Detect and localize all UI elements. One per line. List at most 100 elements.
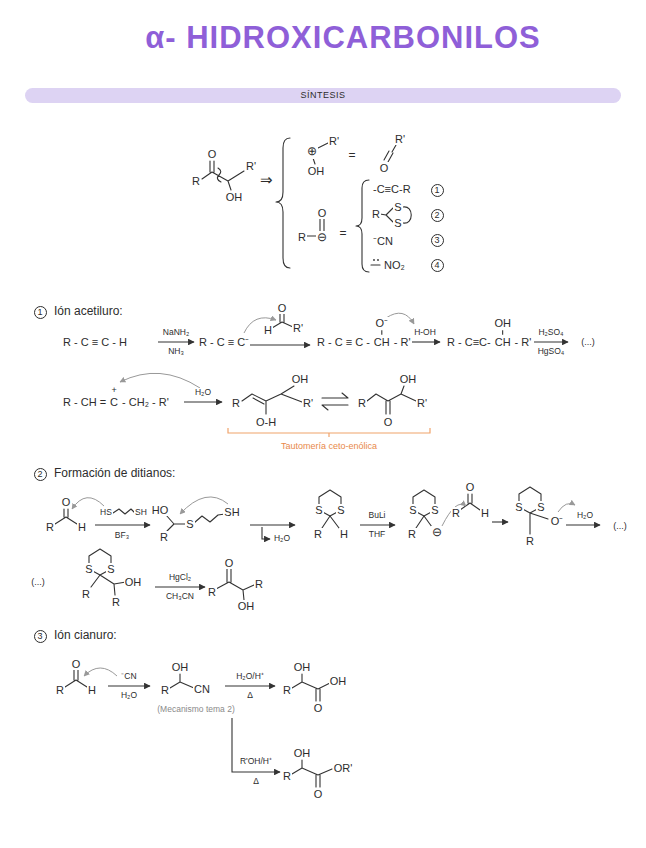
reaction-arrow [534, 341, 568, 342]
formula-text: S [185, 518, 194, 531]
formula-text: R [45, 521, 55, 534]
step-number: 4 [431, 259, 444, 272]
aldehyde-bonds [272, 314, 293, 328]
formula-text: BuLi [367, 511, 386, 521]
curved-arrow [180, 497, 228, 514]
target-molecule-bonds [202, 161, 244, 190]
formula-text: = [338, 227, 347, 241]
lone-pair-dash [371, 264, 380, 265]
formula-text: THF [368, 530, 387, 540]
formula-text: O-H [255, 416, 277, 429]
formula-text: ⁻CN [372, 235, 394, 248]
formula-text: R [371, 208, 381, 221]
formula-text: R - C ≡ C - [316, 336, 371, 349]
formula-text: S [393, 201, 402, 214]
formula-text: R [55, 684, 65, 697]
formula-text: - R' [514, 336, 533, 349]
formula-text: OH [329, 675, 348, 688]
formula-text: S [314, 504, 323, 517]
dithiane-ring [89, 549, 126, 595]
formula-text: R [313, 528, 323, 541]
formula-text: NO₂ [383, 259, 406, 272]
curved-arrow [442, 504, 466, 526]
branch-arrow [232, 718, 280, 772]
formula-text: OH [493, 317, 512, 330]
formula-text: R [282, 684, 292, 697]
formula-text: H₂O/H⁺ [235, 672, 265, 682]
lone-pair-dot [377, 259, 379, 261]
formula-text: S [336, 504, 345, 517]
formula-text: OR' [333, 762, 354, 775]
formula-text: OH [293, 747, 312, 760]
formula-text: = [347, 149, 356, 163]
reaction-arrow [250, 524, 295, 525]
formula-text: O [465, 481, 476, 494]
formula-text: ⇒ [259, 171, 274, 188]
formula-text: R [207, 586, 217, 599]
formula-text: R [525, 535, 535, 548]
formula-text: H [339, 528, 349, 541]
step-number: 2 [431, 209, 444, 222]
note-text: Tautomería ceto-enólica [280, 441, 378, 451]
page-title: α- HIDROXICARBONILOS [20, 20, 646, 56]
curved-arrow [386, 313, 414, 324]
formula-text: HS [99, 508, 113, 518]
formula-text: H₂O [273, 534, 291, 544]
formula-text: R - CH = [62, 396, 107, 409]
reaction-arrow [492, 521, 508, 522]
formula-text: OH [307, 165, 326, 178]
formula-text: SH [223, 506, 240, 519]
formula-text: O [317, 207, 328, 220]
formula-text: Δ [246, 691, 254, 701]
options-brace [356, 180, 369, 272]
formula-text: H-OH [413, 328, 437, 338]
formula-text: O [277, 302, 288, 315]
formula-text: C [109, 396, 119, 409]
formula-text: O [224, 557, 235, 570]
section-band: SÍNTESIS [25, 88, 621, 103]
formula-text: ⊖ [431, 526, 443, 540]
formula-text: O [71, 658, 82, 671]
formula-text: (...) [612, 521, 628, 531]
formula-text: R [231, 397, 241, 410]
formula-text: Δ [252, 777, 260, 787]
formula-text: - R' [393, 336, 412, 349]
formula-text: S [84, 563, 93, 576]
formula-text: R - C ≡ C - H [62, 336, 128, 349]
enol-bonds [242, 386, 302, 414]
reaction-arrow [360, 524, 395, 525]
formula-text: H₂SO₄ [537, 328, 564, 338]
formula-text: R [159, 531, 169, 544]
reaction-arrow [158, 341, 194, 342]
reaction-arrow [250, 344, 310, 345]
reaction-arrow [95, 524, 150, 525]
ester-bonds [292, 760, 332, 787]
reaction-arrow [410, 341, 440, 342]
ketone-bonds [216, 569, 254, 600]
formula-text: ⁻CN [120, 672, 137, 682]
formula-text: SH [134, 508, 148, 518]
formula-text: R [160, 684, 170, 697]
formula-text: O⁻ [550, 515, 565, 528]
formula-text: R [111, 596, 121, 609]
formula-text: H [263, 324, 273, 337]
formula-text: HgSO₄ [537, 347, 566, 357]
curved-arrow [84, 668, 117, 676]
formula-text: O [61, 496, 72, 509]
formula-text: R [81, 588, 91, 601]
formula-text: S [393, 217, 402, 230]
formula-text: HO [151, 504, 170, 517]
note-text: (Mecanismo tema 2) [156, 705, 235, 715]
formula-text: - CH₂ - R' [121, 396, 170, 409]
formula-text: O [313, 702, 324, 715]
formula-text: O [313, 788, 324, 801]
formula-text: ⊕ [306, 145, 318, 159]
formula-text: BF₃ [114, 531, 130, 541]
formula-text: OH [291, 373, 310, 386]
formula-text: O [379, 162, 390, 175]
formula-text: NaNH₂ [162, 328, 190, 338]
formula-text: R [451, 507, 461, 520]
hemithioacetal-bonds [166, 514, 225, 531]
